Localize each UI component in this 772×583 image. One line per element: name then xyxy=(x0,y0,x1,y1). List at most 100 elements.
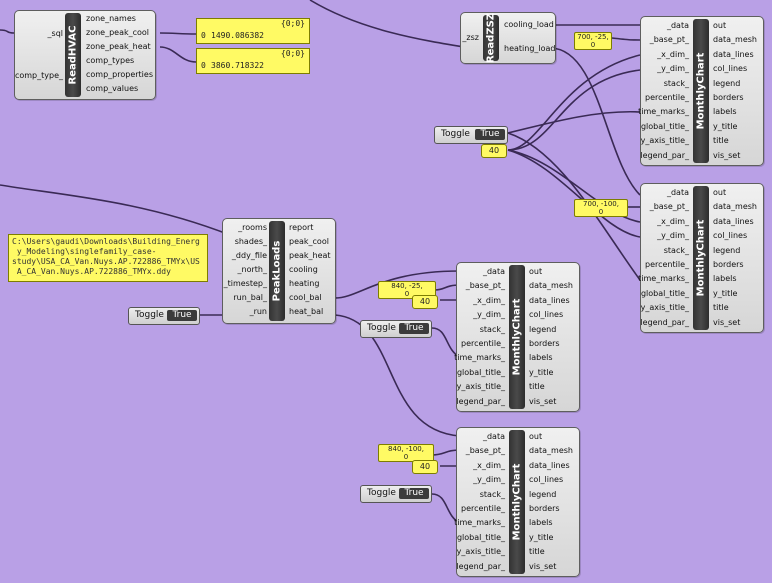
peakloads-output-report[interactable]: report xyxy=(289,223,314,232)
monthly-chart-input[interactable]: _data xyxy=(666,188,689,197)
monthly-chart-output[interactable]: out xyxy=(529,267,543,276)
monthly-chart-output[interactable]: labels xyxy=(529,353,553,363)
monthly-chart-input[interactable]: global_title_ xyxy=(456,532,505,542)
base-point-panel[interactable]: 700, -25, 0 xyxy=(574,32,612,50)
monthly-chart-output[interactable]: borders xyxy=(713,93,744,102)
monthly-chart-input[interactable]: global_title_ xyxy=(456,367,505,377)
monthly-chart-input[interactable]: stack_ xyxy=(479,489,505,499)
monthly-chart-input[interactable]: y_axis_title_ xyxy=(456,547,505,557)
zone-peak-heat-panel[interactable]: {0;0} 0 3860.718322 xyxy=(196,48,310,74)
toggle-state[interactable]: True xyxy=(399,488,429,499)
x-dim-number[interactable]: 40 xyxy=(412,295,438,309)
monthly-chart-input[interactable]: stack_ xyxy=(663,78,689,88)
monthly-chart-output[interactable]: data_mesh xyxy=(529,446,573,456)
monthly-chart-input[interactable]: _y_dim_ xyxy=(657,231,689,241)
base-point-panel[interactable]: 700, -100, 0 xyxy=(574,199,628,217)
monthly-chart-input[interactable]: _data xyxy=(482,432,505,441)
monthly-chart-output[interactable]: vis_set xyxy=(713,150,741,160)
monthly-chart-output[interactable]: out xyxy=(713,188,727,197)
toggle-state[interactable]: True xyxy=(399,323,429,334)
monthly-chart-output[interactable]: legend xyxy=(529,489,557,499)
readhvac-output-comp-values[interactable]: comp_values xyxy=(86,84,139,93)
monthly-chart-output[interactable]: data_lines xyxy=(529,460,570,470)
monthly-chart-component[interactable]: MonthlyChart_data_base_pt__x_dim__y_dim_… xyxy=(638,183,764,333)
readzsz-output-cooling-load[interactable]: cooling_load xyxy=(504,20,554,29)
peakloads-input-rooms[interactable]: _rooms xyxy=(238,223,267,232)
monthly-chart-input[interactable]: _x_dim_ xyxy=(657,216,689,226)
zone-peak-cool-panel[interactable]: {0;0} 0 1490.086382 xyxy=(196,18,310,44)
base-point-panel[interactable]: 840, -25, 0 xyxy=(378,281,436,299)
monthly-chart-output[interactable]: borders xyxy=(529,504,560,513)
peakloads-component[interactable]: PeakLoads _rooms shades_ _ddy_file _nort… xyxy=(222,218,336,324)
monthly-chart-input[interactable]: global_title_ xyxy=(640,121,689,131)
monthly-chart-output[interactable]: y_title xyxy=(529,532,554,542)
monthly-chart-input[interactable]: _base_pt_ xyxy=(465,446,505,456)
readhvac-input-sql[interactable]: _sql xyxy=(47,29,63,38)
boolean-toggle[interactable]: Toggle True xyxy=(434,126,508,144)
monthly-chart-output[interactable]: data_mesh xyxy=(713,202,757,212)
monthly-chart-output[interactable]: col_lines xyxy=(713,64,748,74)
monthly-chart-output[interactable]: vis_set xyxy=(713,317,741,327)
monthly-chart-input[interactable]: stack_ xyxy=(663,245,689,255)
monthly-chart-output[interactable]: data_lines xyxy=(713,216,754,226)
readhvac-output-zone-names[interactable]: zone_names xyxy=(86,14,136,23)
monthly-chart-input[interactable]: _x_dim_ xyxy=(473,460,505,470)
toggle-state[interactable]: True xyxy=(475,129,505,140)
readzsz-input-zsz[interactable]: _zsz xyxy=(462,33,479,42)
monthly-chart-input[interactable]: _base_pt_ xyxy=(649,202,689,212)
readzsz-output-heating-load[interactable]: heating_load xyxy=(504,44,556,53)
peakloads-output-cool-bal[interactable]: cool_bal xyxy=(289,293,322,302)
monthly-chart-output[interactable]: labels xyxy=(713,107,737,117)
monthly-chart-output[interactable]: title xyxy=(529,547,545,557)
peakloads-input-run[interactable]: _run xyxy=(249,307,267,316)
readhvac-output-comp-properties[interactable]: comp_properties xyxy=(86,70,153,79)
monthly-chart-input[interactable]: time_marks_ xyxy=(638,107,689,117)
monthly-chart-input[interactable]: time_marks_ xyxy=(454,353,505,363)
monthly-chart-input[interactable]: _x_dim_ xyxy=(473,295,505,305)
monthly-chart-output[interactable]: labels xyxy=(529,518,553,528)
peakloads-input-north[interactable]: _north_ xyxy=(237,265,267,274)
peakloads-output-peak-cool[interactable]: peak_cool xyxy=(289,237,329,246)
monthly-chart-component[interactable]: MonthlyChart_data_base_pt__x_dim__y_dim_… xyxy=(454,427,580,577)
peakloads-input-run-bal[interactable]: run_bal_ xyxy=(233,293,267,302)
monthly-chart-input[interactable]: time_marks_ xyxy=(454,518,505,528)
readhvac-component[interactable]: _sql comp_type_ ReadHVAC zone_names zone… xyxy=(14,10,156,100)
x-dim-number[interactable]: 40 xyxy=(412,460,438,474)
monthly-chart-output[interactable]: vis_set xyxy=(529,561,557,571)
monthly-chart-input[interactable]: _y_dim_ xyxy=(657,64,689,74)
monthly-chart-output[interactable]: legend xyxy=(713,78,741,88)
monthly-chart-component[interactable]: MonthlyChart_data_base_pt__x_dim__y_dim_… xyxy=(454,262,580,412)
monthly-chart-input[interactable]: _data xyxy=(482,267,505,276)
peakloads-input-shades[interactable]: shades_ xyxy=(234,237,267,246)
monthly-chart-input[interactable]: time_marks_ xyxy=(638,274,689,284)
monthly-chart-component[interactable]: MonthlyChart_data_base_pt__x_dim__y_dim_… xyxy=(638,16,764,166)
monthly-chart-output[interactable]: y_title xyxy=(713,288,738,298)
monthly-chart-input[interactable]: legend_par_ xyxy=(640,150,689,160)
monthly-chart-output[interactable]: vis_set xyxy=(529,396,557,406)
monthly-chart-output[interactable]: data_mesh xyxy=(713,35,757,45)
readhvac-input-comp-type[interactable]: comp_type_ xyxy=(14,71,63,80)
ddy-file-path-panel[interactable]: C:\Users\gaudi\Downloads\Building_Energ … xyxy=(8,234,208,282)
monthly-chart-input[interactable]: percentile_ xyxy=(460,504,505,513)
monthly-chart-input[interactable]: percentile_ xyxy=(460,339,505,348)
monthly-chart-output[interactable]: col_lines xyxy=(713,231,748,241)
boolean-toggle[interactable]: Toggle True xyxy=(360,320,432,338)
monthly-chart-input[interactable]: _base_pt_ xyxy=(465,281,505,291)
peakloads-output-peak-heat[interactable]: peak_heat xyxy=(289,251,331,260)
monthly-chart-input[interactable]: _data xyxy=(666,21,689,30)
peakloads-output-heating[interactable]: heating xyxy=(289,279,320,288)
boolean-toggle[interactable]: Toggle True xyxy=(128,307,200,325)
monthly-chart-output[interactable]: data_mesh xyxy=(529,281,573,291)
monthly-chart-output[interactable]: title xyxy=(713,136,729,146)
monthly-chart-input[interactable]: y_axis_title_ xyxy=(640,136,689,146)
peakloads-input-timestep[interactable]: _timestep_ xyxy=(223,279,267,288)
monthly-chart-output[interactable]: out xyxy=(713,21,727,30)
monthly-chart-input[interactable]: y_axis_title_ xyxy=(640,303,689,313)
monthly-chart-input[interactable]: legend_par_ xyxy=(456,396,505,406)
monthly-chart-input[interactable]: y_axis_title_ xyxy=(456,382,505,392)
boolean-toggle[interactable]: Toggle True xyxy=(360,485,432,503)
monthly-chart-output[interactable]: legend xyxy=(713,245,741,255)
monthly-chart-input[interactable]: _y_dim_ xyxy=(473,310,505,320)
monthly-chart-output[interactable]: title xyxy=(713,303,729,313)
peakloads-input-ddy-file[interactable]: _ddy_file xyxy=(231,251,267,260)
